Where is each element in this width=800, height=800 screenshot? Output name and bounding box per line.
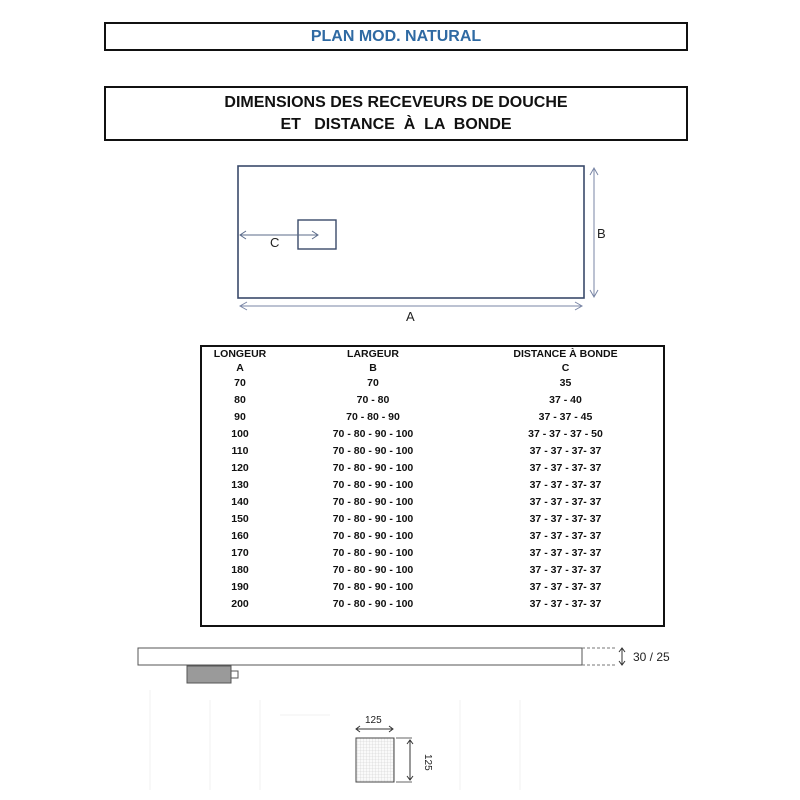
distance-c-arrowhead-left — [239, 230, 247, 240]
cell-distance: 35 — [559, 377, 572, 389]
cell-distance: 37 - 37 - 45 — [538, 411, 593, 423]
cell-largeur: 70 - 80 - 90 - 100 — [332, 462, 414, 474]
cell-distance: 37 - 37 - 37 - 50 — [528, 428, 603, 440]
cell-longeur: 190 — [231, 581, 249, 593]
dimension-a-arrowhead-left — [238, 301, 248, 311]
cell-longeur: 200 — [231, 598, 249, 610]
label-c: C — [270, 235, 279, 250]
plan-title-box: PLAN MOD. NATURAL — [104, 22, 688, 51]
main-title-box: DIMENSIONS DES RECEVEURS DE DOUCHE ET DI… — [104, 86, 688, 141]
table-row: 90 70 - 80 - 90 37 - 37 - 45 — [202, 409, 663, 426]
header-longeur: LONGEUR — [213, 348, 267, 360]
cell-longeur: 130 — [231, 479, 249, 491]
header-distance-bonde: DISTANCE À BONDE — [513, 348, 618, 360]
table-row: 180 70 - 80 - 90 - 100 37 - 37 - 37- 37 — [202, 562, 663, 579]
cell-longeur: 110 — [231, 445, 249, 457]
cell-largeur: 70 - 80 - 90 - 100 — [332, 530, 414, 542]
table-row: 150 70 - 80 - 90 - 100 37 - 37 - 37- 37 — [202, 511, 663, 528]
cell-longeur: 70 — [234, 377, 246, 389]
drain-outlet — [230, 670, 239, 679]
cell-largeur: 70 - 80 - 90 - 100 — [332, 564, 414, 576]
cell-longeur: 80 — [234, 394, 246, 406]
table-row: 200 70 - 80 - 90 - 100 37 - 37 - 37- 37 — [202, 596, 663, 613]
cell-largeur: 70 - 80 - 90 — [346, 411, 400, 423]
profile-and-drain-diagram: 30 / 25 125 125 — [137, 647, 670, 790]
label-a: A — [406, 309, 415, 324]
tray-side-profile — [137, 647, 583, 666]
table-row: 100 70 - 80 - 90 - 100 37 - 37 - 37 - 50 — [202, 426, 663, 443]
cell-largeur: 70 - 80 - 90 - 100 — [332, 547, 414, 559]
dimension-a-arrowhead-right — [574, 301, 584, 311]
cell-distance: 37 - 37 - 37- 37 — [529, 496, 602, 508]
table-row: 120 70 - 80 - 90 - 100 37 - 37 - 37- 37 — [202, 460, 663, 477]
cell-longeur: 90 — [234, 411, 246, 423]
cell-longeur: 120 — [231, 462, 249, 474]
cell-longeur: 140 — [231, 496, 249, 508]
cell-distance: 37 - 37 - 37- 37 — [529, 462, 602, 474]
cell-distance: 37 - 40 — [549, 394, 582, 406]
table-row: 110 70 - 80 - 90 - 100 37 - 37 - 37- 37 — [202, 443, 663, 460]
faint-background-lines — [149, 690, 521, 790]
label-b: B — [597, 226, 606, 241]
cell-largeur: 70 — [367, 377, 379, 389]
cell-distance: 37 - 37 - 37- 37 — [529, 445, 602, 457]
cell-largeur: 70 - 80 - 90 - 100 — [332, 479, 414, 491]
dimensions-table: LONGEUR LARGEUR DISTANCE À BONDE A B C 7… — [200, 345, 665, 627]
table-row: 170 70 - 80 - 90 - 100 37 - 37 - 37- 37 — [202, 545, 663, 562]
drain-grate-square — [355, 737, 395, 783]
table-row: 130 70 - 80 - 90 - 100 37 - 37 - 37- 37 — [202, 477, 663, 494]
thickness-label: 30 / 25 — [633, 650, 670, 664]
header-letter-a: A — [236, 362, 244, 374]
cell-largeur: 70 - 80 - 90 - 100 — [332, 581, 414, 593]
main-title-line-2: ET DISTANCE À LA BONDE — [280, 115, 512, 133]
cell-largeur: 70 - 80 - 90 - 100 — [332, 428, 414, 440]
main-title-line-1: DIMENSIONS DES RECEVEURS DE DOUCHE — [224, 93, 568, 111]
table-header-letter-row: A B C — [202, 361, 663, 375]
cell-distance: 37 - 37 - 37- 37 — [529, 547, 602, 559]
header-letter-b: B — [369, 362, 377, 374]
cell-distance: 37 - 37 - 37- 37 — [529, 564, 602, 576]
header-letter-c: C — [561, 362, 570, 374]
drain-height-label: 125 — [422, 754, 433, 771]
cell-largeur: 70 - 80 - 90 - 100 — [332, 445, 414, 457]
cell-longeur: 160 — [231, 530, 249, 542]
header-largeur: LARGEUR — [347, 348, 399, 360]
cell-longeur: 170 — [231, 547, 249, 559]
distance-c-arrowhead-right — [311, 230, 319, 240]
cell-distance: 37 - 37 - 37- 37 — [529, 479, 602, 491]
table-row: 140 70 - 80 - 90 - 100 37 - 37 - 37- 37 — [202, 494, 663, 511]
table-header-row: LONGEUR LARGEUR DISTANCE À BONDE — [202, 347, 663, 361]
dimension-b-arrowhead-bottom — [589, 289, 599, 299]
drain-width-label: 125 — [365, 715, 382, 726]
table-row: 70 70 35 — [202, 375, 663, 392]
cell-largeur: 70 - 80 - 90 - 100 — [332, 598, 414, 610]
plan-title: PLAN MOD. NATURAL — [310, 27, 482, 45]
table-row: 80 70 - 80 37 - 40 — [202, 392, 663, 409]
cell-distance: 37 - 37 - 37- 37 — [529, 581, 602, 593]
cell-distance: 37 - 37 - 37- 37 — [529, 530, 602, 542]
cell-largeur: 70 - 80 - 90 - 100 — [332, 496, 414, 508]
cell-longeur: 100 — [231, 428, 249, 440]
cell-longeur: 180 — [231, 564, 249, 576]
shower-tray-plan-diagram: C B A — [237, 165, 606, 324]
table-row: 190 70 - 80 - 90 - 100 37 - 37 - 37- 37 — [202, 579, 663, 596]
dimension-b-arrowhead-top — [589, 166, 599, 176]
cell-distance: 37 - 37 - 37- 37 — [529, 513, 602, 525]
table-row: 160 70 - 80 - 90 - 100 37 - 37 - 37- 37 — [202, 528, 663, 545]
cell-largeur: 70 - 80 — [356, 394, 390, 406]
drain-body — [186, 665, 232, 684]
cell-largeur: 70 - 80 - 90 - 100 — [332, 513, 414, 525]
cell-distance: 37 - 37 - 37- 37 — [529, 598, 602, 610]
tray-outline — [237, 165, 585, 299]
cell-longeur: 150 — [231, 513, 249, 525]
